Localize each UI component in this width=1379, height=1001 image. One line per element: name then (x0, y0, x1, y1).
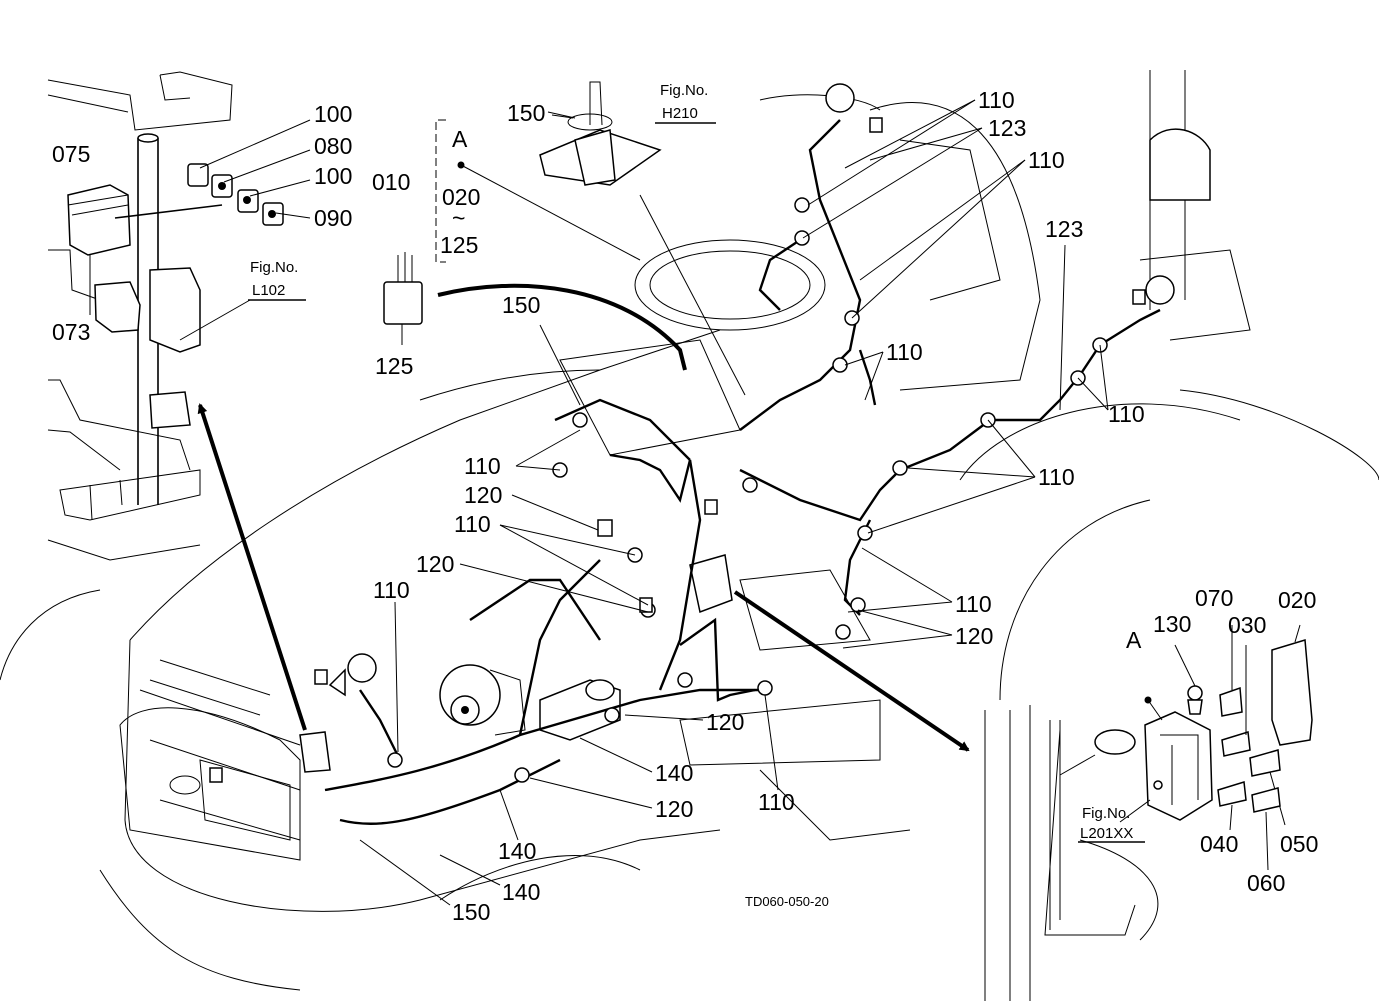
callout-label: 070 (1195, 585, 1233, 611)
fig-ref-number: L201XX (1080, 825, 1133, 842)
callout-label: 100 (314, 101, 352, 127)
fuse-holder-pointer-arrow (733, 590, 970, 752)
callout-label: 040 (1200, 831, 1238, 857)
callout-label: 120 (416, 551, 454, 577)
figure-references: Fig.No. H210 Fig.No. L102 Fig.No. L201XX (248, 82, 1133, 842)
fuse-box-inset (47, 71, 311, 561)
engine-parts (299, 83, 1175, 773)
callout-label: 020 (442, 184, 480, 210)
callout-label: 110 (1028, 147, 1065, 173)
callout-label: 140 (655, 760, 693, 786)
part-callouts: 100 080 075 100 090 073 010 020 ~ 125 12… (52, 87, 1318, 925)
callout-label: 120 (464, 482, 502, 508)
callout-label: 150 (452, 899, 490, 925)
callout-label: 110 (955, 591, 992, 617)
callout-label: 120 (706, 709, 744, 735)
callout-label: 110 (758, 789, 795, 815)
callout-label: 123 (1045, 216, 1083, 242)
fig-ref-label: Fig.No. (1082, 805, 1130, 822)
callout-label: 125 (375, 353, 413, 379)
diagram-code: TD060-050-20 (745, 894, 829, 909)
callout-label: 130 (1153, 611, 1191, 637)
callout-label: 150 (502, 292, 540, 318)
callout-label: ~ (452, 205, 465, 231)
callout-label: 090 (314, 205, 352, 231)
callout-label: 110 (1108, 401, 1145, 427)
callout-label: 150 (507, 100, 545, 126)
fig-ref-label: Fig.No. (250, 259, 298, 276)
callout-label: 060 (1247, 870, 1285, 896)
harness-clamps (209, 117, 1146, 783)
callout-label: 140 (502, 879, 540, 905)
callout-label: 073 (52, 319, 90, 345)
fig-ref-label: Fig.No. (660, 82, 708, 99)
relay-group-a (383, 119, 687, 371)
callout-label: 110 (1038, 464, 1075, 490)
callout-label: 125 (440, 232, 478, 258)
tractor-body (0, 70, 1379, 991)
inset-pointer-arrow (197, 403, 307, 731)
callout-label: 030 (1228, 612, 1266, 638)
callout-label: 123 (988, 115, 1026, 141)
callout-label: 100 (314, 163, 352, 189)
callout-label: A (452, 126, 468, 152)
callout-label: 020 (1278, 587, 1316, 613)
callout-label: 120 (655, 796, 693, 822)
callout-label: 140 (498, 838, 536, 864)
callout-label: 080 (314, 133, 352, 159)
callout-label: 110 (978, 87, 1015, 113)
callout-label: 110 (373, 577, 410, 603)
callout-label: 110 (464, 453, 501, 479)
seat-switch-group (539, 81, 746, 396)
callout-label: 110 (454, 511, 491, 537)
callout-label: A (1126, 627, 1142, 653)
wire-harness (324, 119, 1161, 825)
callout-label: 050 (1280, 831, 1318, 857)
fig-ref-number: H210 (662, 105, 698, 122)
callout-label: 120 (955, 623, 993, 649)
callout-label: 010 (372, 169, 410, 195)
fuse-holder-inset (984, 624, 1313, 1001)
callout-leaders (359, 99, 1109, 906)
callout-label: 075 (52, 141, 90, 167)
callout-label: 110 (886, 339, 923, 365)
fig-ref-number: L102 (252, 282, 285, 299)
